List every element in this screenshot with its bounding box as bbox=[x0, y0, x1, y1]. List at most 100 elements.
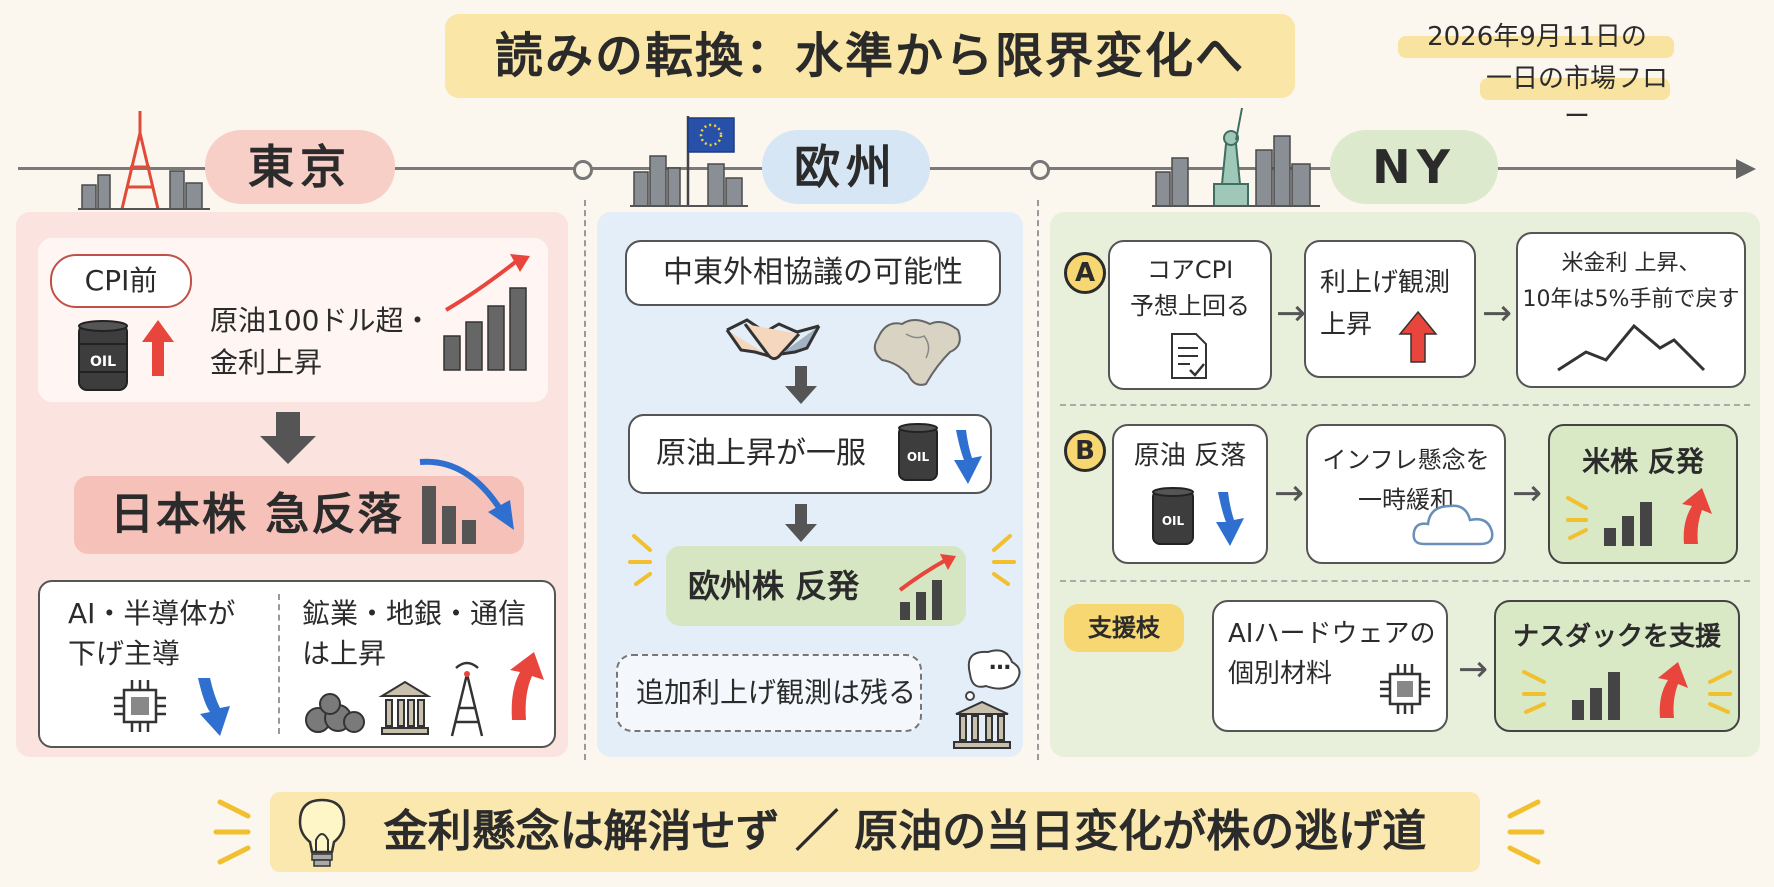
ny-c-box2-text: ナスダックを支援 bbox=[1512, 622, 1721, 652]
ny-c-box1-line2: 個別材料 bbox=[1228, 659, 1333, 689]
lightbulb-icon bbox=[298, 798, 346, 867]
sparkle-lines-icon bbox=[1507, 799, 1545, 865]
radio-tower-icon bbox=[450, 661, 484, 737]
down-arrow-icon bbox=[954, 430, 982, 484]
ny-a-box1-line1: コアCPI bbox=[1146, 256, 1234, 284]
ny-a-box3-text: 米金利 上昇、 10年は5%手前で戻す bbox=[1516, 246, 1746, 318]
tokyo-sector-left: AI・半導体が 下げ主導 bbox=[68, 594, 235, 674]
timeline-node bbox=[1030, 160, 1050, 180]
down-arrow-icon bbox=[260, 412, 316, 464]
ny-b-box2-text: インフレ懸念を 一時緩和 bbox=[1306, 440, 1506, 520]
down-arrow-icon bbox=[785, 504, 817, 542]
region-label-tokyo: 東京 bbox=[205, 130, 395, 204]
oil-barrel-icon bbox=[78, 320, 128, 391]
date-highlight bbox=[1480, 78, 1670, 100]
down-arrow-icon bbox=[785, 366, 817, 404]
bank-thought-icon bbox=[953, 649, 1021, 749]
europe-note-text: 追加利上げ観測は残る bbox=[636, 676, 917, 709]
date-highlight bbox=[1398, 36, 1674, 58]
footer-highlight bbox=[270, 792, 1480, 872]
europe-top-box bbox=[625, 240, 1001, 306]
sparkle-lines-icon bbox=[1522, 670, 1546, 714]
ny-a-box2-line2: 上昇 bbox=[1320, 310, 1373, 340]
europe-result-text: 欧州株 反発 bbox=[688, 567, 860, 605]
chip-icon bbox=[114, 680, 166, 732]
tokyo-tower-skyline-icon bbox=[78, 111, 210, 210]
row-label-b: B bbox=[1064, 430, 1106, 472]
sparkle-lines-icon bbox=[213, 799, 251, 865]
tokyo-sector-right-line2: は上昇 bbox=[302, 637, 387, 670]
flow-arrow-icon: → bbox=[1274, 473, 1305, 514]
europe-middle-text: 原油上昇が一服 bbox=[656, 436, 866, 471]
sparkle-lines-icon bbox=[1708, 670, 1732, 714]
footer-text: 金利懸念は解消せず ／ 原油の当日変化が株の逃げ道 bbox=[383, 806, 1427, 857]
ny-b-box3-text: 米株 反発 bbox=[1582, 445, 1704, 478]
document-check-icon bbox=[1171, 333, 1207, 379]
tokyo-headline: 日本株 急反落 bbox=[110, 489, 404, 540]
ny-a-box3-line1: 米金利 上昇、 bbox=[1561, 251, 1701, 276]
flow-arrow-icon: → bbox=[1482, 293, 1513, 334]
ny-a-box3 bbox=[1516, 232, 1746, 388]
ny-b-box1-text: 原油 反落 bbox=[1133, 441, 1247, 471]
falling-bar-chart-icon bbox=[419, 458, 514, 544]
handshake-icon bbox=[725, 318, 821, 361]
bar-chart-icon bbox=[1572, 672, 1620, 720]
page-title: 読みの転換：水準から限界変化へ bbox=[494, 28, 1245, 84]
thought-bubble-text: … bbox=[989, 650, 1011, 675]
tokyo-oil-text-line1: 原油100ドル超・ bbox=[210, 304, 432, 337]
date-line-1: 2026年9月11日の bbox=[1427, 22, 1647, 52]
statue-of-liberty-skyline-icon bbox=[1152, 107, 1320, 207]
tokyo-sector-right-line1: 鉱業・地銀・通信 bbox=[302, 597, 527, 630]
support-branch-label: 支援枝 bbox=[1088, 614, 1160, 642]
ny-b-box2-line1: インフレ懸念を bbox=[1322, 446, 1490, 474]
sparkle-lines-icon bbox=[1566, 496, 1588, 540]
oil-barrel-label: OIL bbox=[89, 354, 117, 370]
tokyo-oil-text: 原油100ドル超・ 金利上昇 bbox=[210, 300, 431, 384]
up-arrow-icon bbox=[1658, 662, 1688, 718]
ny-a-box1-line2: 予想上回る bbox=[1130, 292, 1250, 320]
ny-a-box2-text: 利上げ観測 上昇 bbox=[1320, 262, 1450, 346]
bar-chart-icon bbox=[1604, 502, 1652, 546]
middle-east-map-icon bbox=[873, 319, 961, 386]
down-arrow-icon bbox=[1216, 492, 1244, 546]
row-divider bbox=[1060, 580, 1750, 582]
panel-divider bbox=[1037, 200, 1039, 760]
mountain-line-icon bbox=[1557, 323, 1706, 372]
region-label-europe: 欧州 bbox=[762, 130, 930, 204]
oil-barrel-icon bbox=[898, 423, 938, 481]
up-arrow-icon bbox=[510, 652, 544, 720]
tokyo-sector-left-line1: AI・半導体が bbox=[68, 597, 236, 630]
europe-top-text: 中東外相協議の可能性 bbox=[663, 255, 963, 290]
region-label-ny: NY bbox=[1330, 130, 1498, 204]
oil-barrel-label: OIL bbox=[906, 450, 930, 464]
chip-icon bbox=[1380, 664, 1430, 714]
ny-a-box2-line1: 利上げ観測 bbox=[1320, 268, 1451, 298]
ny-c-box1 bbox=[1212, 600, 1448, 732]
oil-barrel-icon bbox=[1152, 487, 1194, 545]
up-arrow-icon bbox=[1682, 488, 1712, 544]
ny-a-box1-text: コアCPI 予想上回る bbox=[1108, 252, 1272, 324]
up-arrow-icon bbox=[142, 320, 174, 376]
tokyo-oil-text-line2: 金利上昇 bbox=[210, 346, 323, 379]
ny-a-box2 bbox=[1304, 240, 1476, 378]
ny-a-box3-line2: 10年は5%手前で戻す bbox=[1522, 287, 1740, 312]
title-highlight bbox=[445, 14, 1295, 98]
ny-c-box1-line1: AIハードウェアの bbox=[1228, 619, 1436, 649]
oil-barrel-label: OIL bbox=[1161, 514, 1185, 528]
sparkle-lines-icon bbox=[992, 534, 1016, 586]
flow-arrow-icon: → bbox=[1276, 293, 1307, 334]
cloud-icon bbox=[1412, 504, 1494, 546]
cpi-label: CPI前 bbox=[50, 254, 192, 308]
support-branch-label-bg bbox=[1064, 604, 1184, 652]
sparkle-lines-icon bbox=[628, 534, 652, 586]
down-arrow-icon bbox=[198, 678, 230, 736]
europe-note-box bbox=[616, 654, 922, 732]
flow-arrow-icon: → bbox=[1458, 649, 1489, 690]
tokyo-sector-left-line2: 下げ主導 bbox=[68, 637, 181, 670]
sector-divider bbox=[278, 594, 280, 734]
flow-arrow-icon: → bbox=[1512, 473, 1543, 514]
row-divider bbox=[1060, 404, 1750, 406]
timeline-node bbox=[573, 160, 593, 180]
rising-bar-chart-icon bbox=[898, 554, 956, 620]
rising-bar-chart-icon bbox=[443, 254, 530, 371]
